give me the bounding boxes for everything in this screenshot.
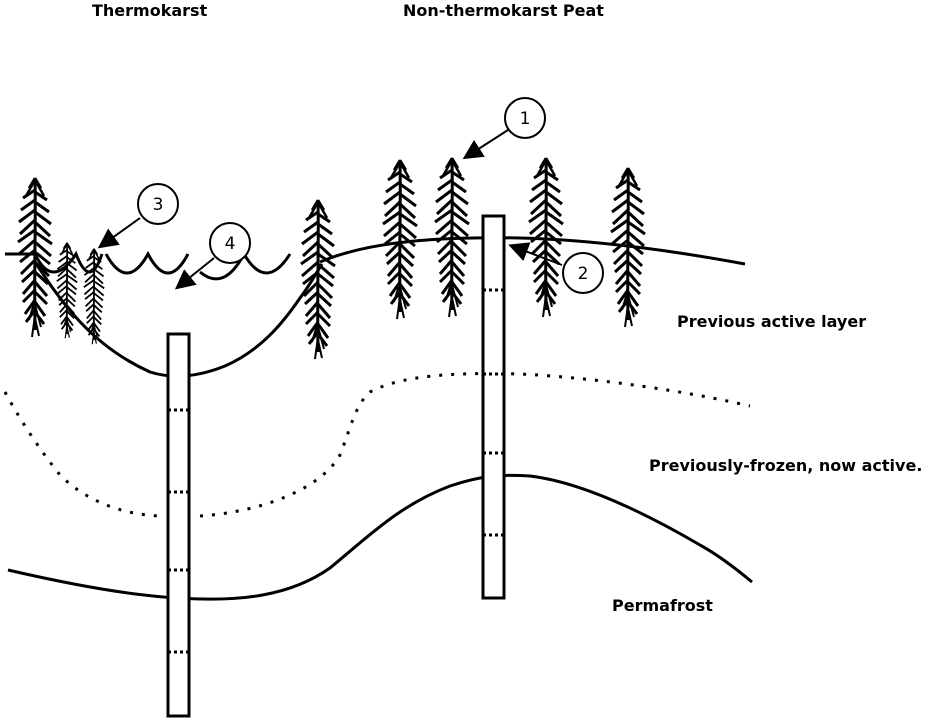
permafrost-boundary [7, 473, 753, 601]
previous-active-layer-label: Previous active layer [677, 312, 867, 331]
previously-frozen-label: Previously-frozen, now active. [649, 456, 923, 475]
marker-4: 4 [174, 222, 251, 290]
thermokarst-header: Thermokarst [92, 1, 208, 20]
marker-4-label: 4 [225, 234, 236, 254]
previous-active-boundary [3, 372, 751, 518]
thermokarst-basin [33, 261, 324, 378]
core-tube-peat [481, 214, 506, 600]
marker-1-label: 1 [520, 109, 531, 129]
marker-3: 3 [97, 183, 179, 249]
non-thermokarst-header: Non-thermokarst Peat [403, 1, 604, 20]
marker-1: 1 [462, 97, 546, 160]
moss-plant-icon [299, 198, 337, 361]
marker-2: 2 [508, 242, 604, 294]
marker-3-label: 3 [153, 195, 164, 215]
core-tube-thermokarst [166, 332, 191, 718]
moss-plant-icon [16, 176, 54, 339]
permafrost-label: Permafrost [612, 596, 713, 615]
marker-2-label: 2 [578, 264, 589, 284]
peat-surface-line [319, 236, 746, 266]
moss-plant-icon [381, 158, 419, 321]
